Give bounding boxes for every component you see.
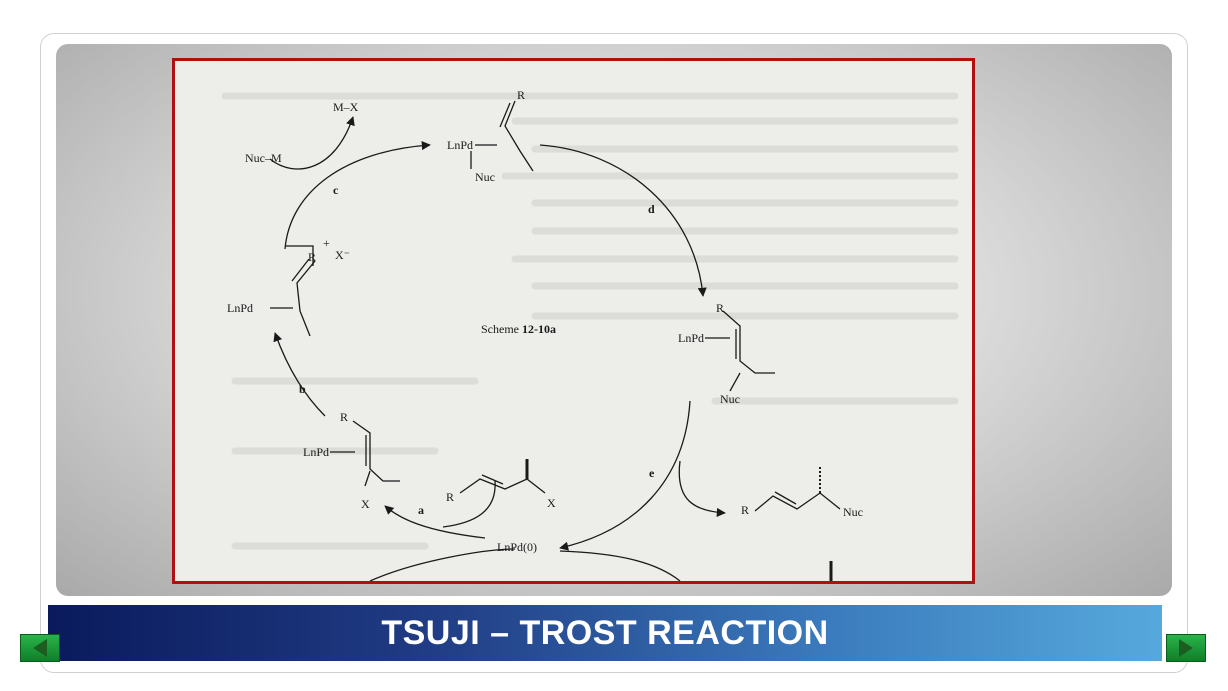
label-r-left: R — [308, 250, 316, 264]
label-step-d: d — [648, 202, 655, 216]
label-lnpd0: LnPd(0) — [497, 540, 537, 554]
label-lnpd-left: LnPd — [227, 301, 253, 315]
label-plus: + — [323, 236, 330, 250]
label-r-right: R — [716, 301, 724, 315]
top-allyl — [504, 100, 534, 172]
right-alkene — [722, 310, 775, 374]
catalytic-cycle-diagram: M–X Nuc–M c LnPd Nuc R d R + X⁻ LnPd Sch… — [221, 88, 959, 581]
label-step-b: b — [299, 382, 306, 396]
label-step-e: e — [649, 466, 655, 480]
label-lnpd-top: LnPd — [447, 138, 473, 152]
arrow-product-out — [678, 460, 726, 517]
arrow-b — [273, 332, 326, 417]
label-nuc-top: Nuc — [475, 170, 495, 184]
arrow-c — [284, 141, 431, 250]
slide-title: TSUJI – TROST REACTION — [381, 613, 829, 652]
label-lnpd-right: LnPd — [678, 331, 704, 345]
label-step-a: a — [418, 503, 424, 517]
arrow-e — [559, 400, 691, 551]
arrow-nucm-to-mx — [269, 116, 355, 170]
title-bar: TSUJI – TROST REACTION — [48, 605, 1162, 661]
arrow-right-icon — [1179, 639, 1193, 657]
label-r-substrate: R — [446, 490, 454, 504]
label-r-bottomleft: R — [340, 410, 348, 424]
label-x-minus: X⁻ — [335, 248, 350, 262]
cycle-arrows — [269, 116, 833, 581]
bleed-through-texture — [221, 92, 959, 550]
label-nuc-right: Nuc — [720, 392, 740, 406]
arrow-d — [539, 144, 707, 297]
label-lnpd-bottomleft: LnPd — [303, 445, 329, 459]
label-mx: M–X — [333, 100, 359, 114]
next-slide-button[interactable] — [1166, 634, 1206, 662]
product-allyl — [754, 492, 841, 512]
label-step-c: c — [333, 183, 339, 197]
left-allyl — [296, 260, 316, 337]
label-r-top: R — [517, 88, 525, 102]
substrate-allyl — [459, 478, 546, 494]
arrow-a — [384, 505, 486, 539]
previous-slide-button[interactable] — [20, 634, 60, 662]
structure-bonds — [270, 100, 841, 512]
label-nuc-product: Nuc — [843, 505, 863, 519]
scheme-caption: Scheme 12-10a — [481, 322, 556, 336]
label-nucm: Nuc–M — [245, 151, 282, 165]
label-x-substrate: X — [547, 496, 556, 510]
label-x-bottomleft: X — [361, 497, 370, 511]
label-r-product: R — [741, 503, 749, 517]
arc-bottom-right — [559, 550, 681, 581]
arrow-substrate-in — [442, 480, 496, 528]
arc-bottom-left — [369, 548, 516, 581]
catalytic-cycle-scheme: M–X Nuc–M c LnPd Nuc R d R + X⁻ LnPd Sch… — [172, 58, 975, 584]
arrow-left-icon — [33, 639, 47, 657]
bottom-left-alkene — [352, 420, 400, 482]
